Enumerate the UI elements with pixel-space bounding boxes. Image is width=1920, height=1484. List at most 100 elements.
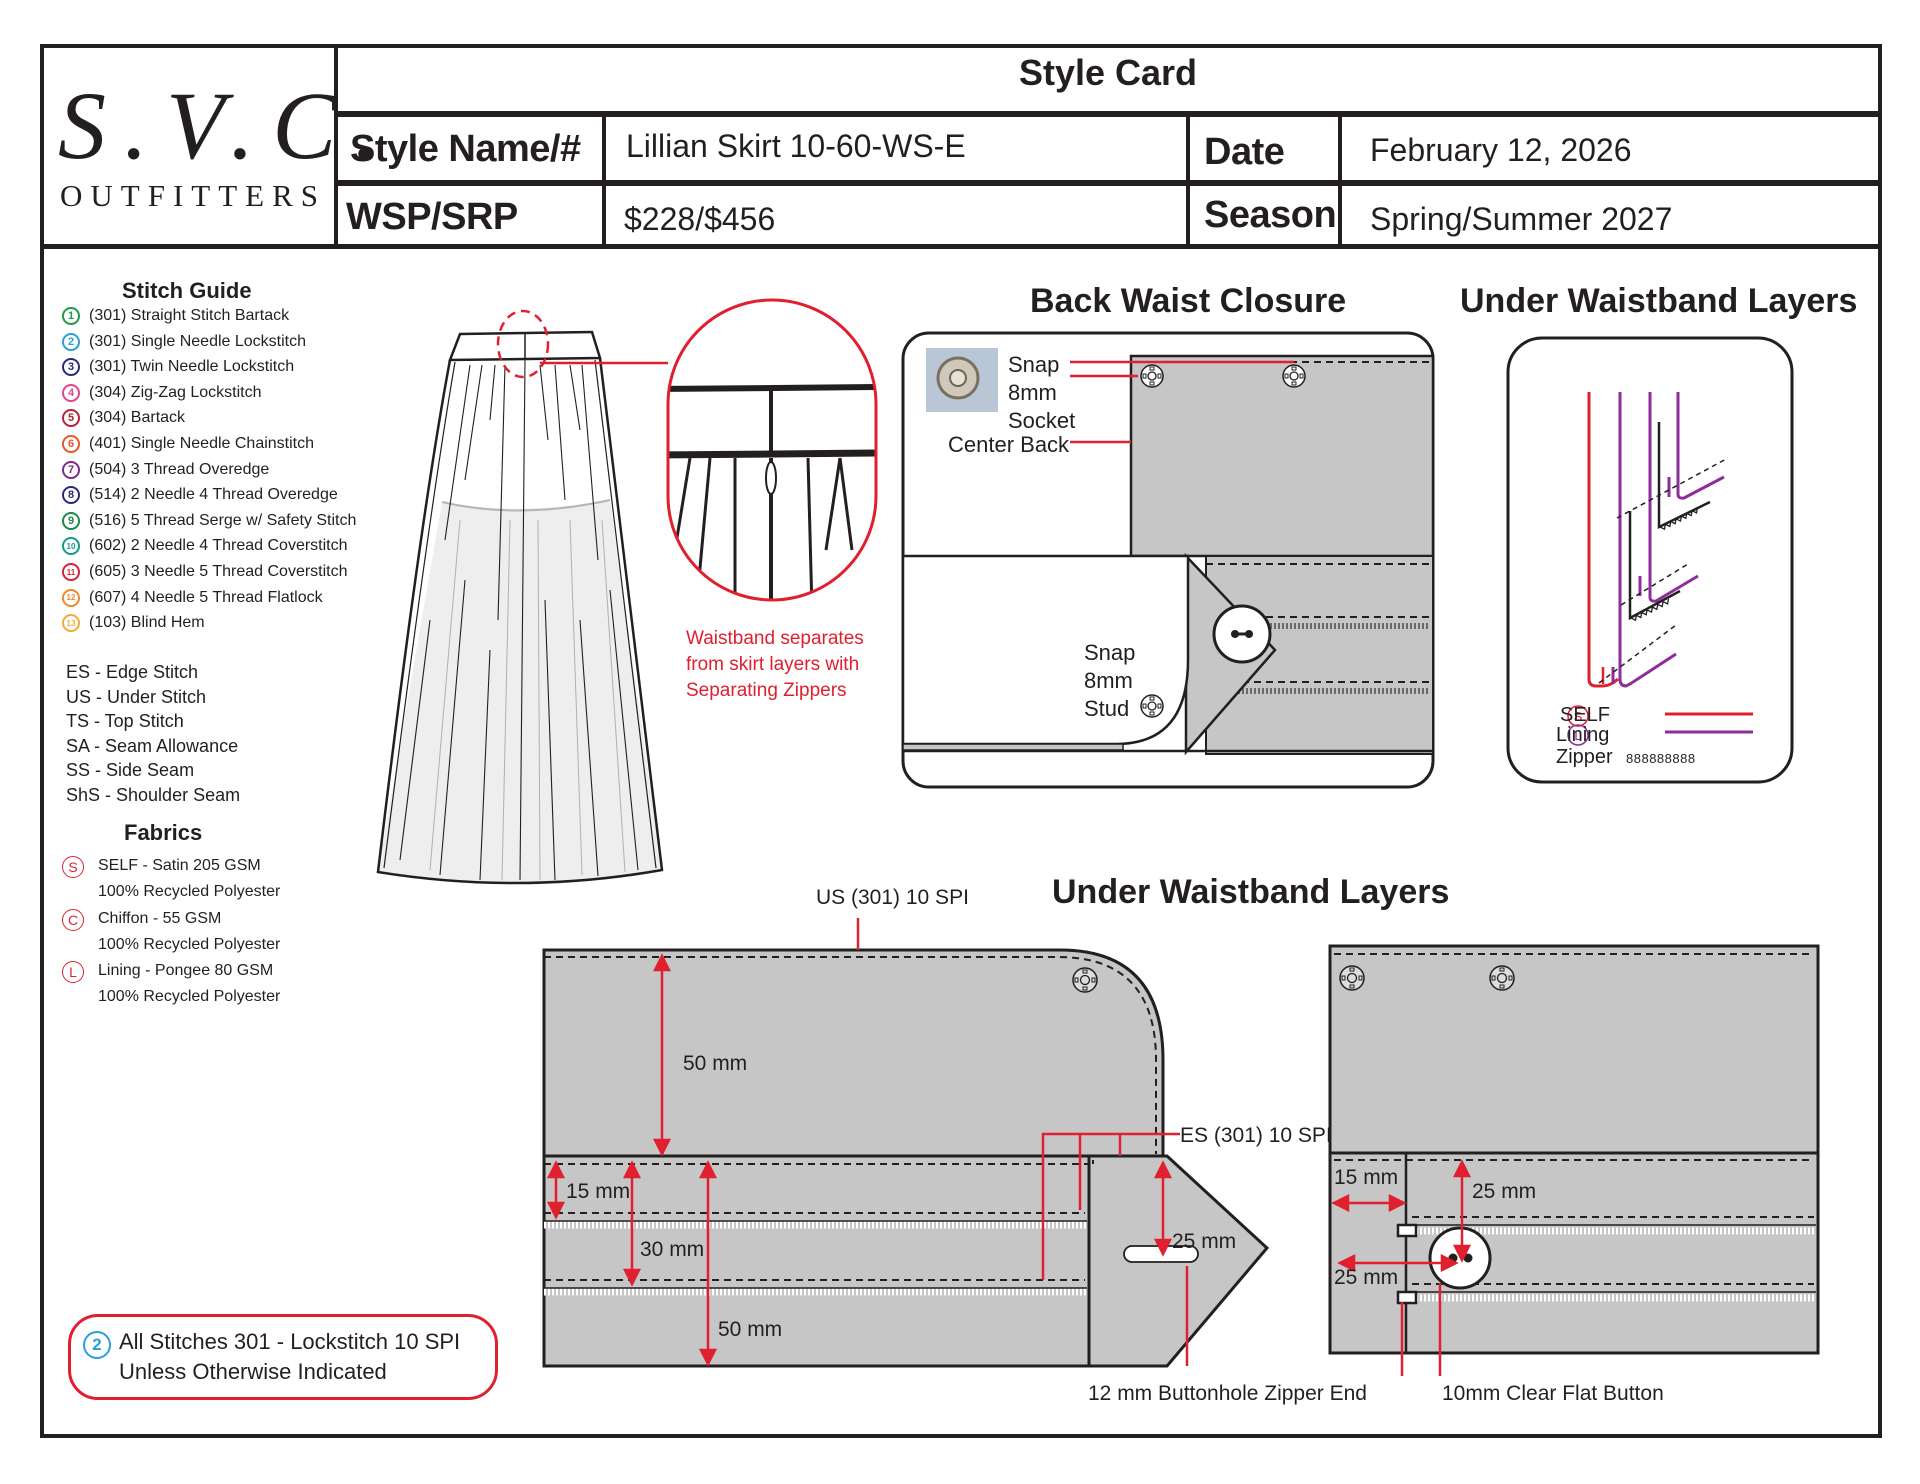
- stitch-guide-item: 3(301) Twin Needle Lockstitch: [62, 355, 294, 379]
- stitch-guide-item: 2 (301) Single Needle Lockstitch: [62, 330, 306, 354]
- detail-highlight-circle: [496, 309, 550, 379]
- zipper-tape-lower: [1628, 511, 1681, 621]
- waistband-note-line-2: from skirt layers with: [686, 654, 860, 675]
- brand-logo-subtitle: OUTFITTERS: [60, 178, 326, 213]
- abbreviation-item: SA - Seam Allowance: [66, 735, 239, 756]
- stitch-guide-label: (607) 4 Needle 5 Thread Flatlock: [89, 588, 323, 606]
- abbreviation-item: TS - Top Stitch: [66, 711, 184, 732]
- stitch-number-6-icon: 6: [62, 435, 80, 453]
- waistband-upper-panel-right: [1328, 944, 1820, 1155]
- snap-socket-icon: [1140, 364, 1164, 388]
- logo-column-divider: [334, 44, 338, 248]
- waistband-lower-band: [542, 1154, 1091, 1368]
- edge-stitch-leader: [1041, 1132, 1180, 1280]
- dim-label-25mm-tab: 25 mm: [1172, 1230, 1237, 1253]
- snap-socket-icon: [1282, 364, 1306, 388]
- fabric-content: 100% Recycled Polyester: [98, 935, 281, 953]
- dim-label-15mm-right: 15 mm: [1334, 1166, 1399, 1189]
- stitch-number-2-icon: 2: [62, 332, 80, 351]
- skirt-outline: [376, 357, 664, 885]
- snap-stud-label-2: 8mm: [1084, 668, 1133, 693]
- waistband-left-diagram: [542, 918, 1270, 1368]
- stitch-guide-label: (304) Bartack: [89, 409, 186, 427]
- snap-stud-label-1: Snap: [1084, 640, 1136, 665]
- fabric-code-s-icon: S: [62, 856, 84, 878]
- waistband-lower-band-right: [1328, 1151, 1820, 1355]
- stitch-guide-label: (605) 3 Needle 5 Thread Coverstitch: [89, 563, 348, 580]
- stitch-guide-item: 5(304) Bartack: [62, 406, 185, 430]
- waistband-note-line-1: Waistband separates: [686, 628, 864, 649]
- stitch-guide-item: 4(304) Zig-Zag Lockstitch: [62, 381, 262, 405]
- date-label: Date: [1204, 130, 1285, 173]
- stitch-guide-title: Stitch Guide: [122, 278, 252, 303]
- layers-diagram-title: Under Waistband Layers: [1460, 282, 1858, 320]
- header-bottom-divider: [40, 244, 1878, 249]
- snap-socket-icon: [1489, 965, 1515, 991]
- under-stitch-label: US (301) 10 SPI: [816, 886, 969, 909]
- field-row-divider: [334, 180, 1878, 186]
- center-back-label: Center Back: [948, 432, 1070, 457]
- stitch-number-13-icon: 13: [62, 614, 80, 633]
- dim-label-25mm-right-bottom: 25 mm: [1334, 1266, 1399, 1289]
- stitch-guide-label: (301) Twin Needle Lockstitch: [89, 358, 295, 376]
- magnifier-frame: [666, 298, 878, 602]
- buttonhole-label: 12 mm Buttonhole Zipper End: [1088, 1382, 1367, 1405]
- snap-stud-icon: [1140, 694, 1164, 718]
- back-waist-closure-diagram: [901, 331, 1435, 789]
- dim-label-25mm-right-top: 25 mm: [1472, 1180, 1537, 1203]
- overlap-panel: [901, 554, 1190, 746]
- stitch-note-box: 2 All Stitches 301 - Lockstitch 10 SPI U…: [68, 1314, 498, 1400]
- legend-zipper-swatch: 888888888: [1626, 751, 1696, 766]
- stitch-guide-label: (401) Single Needle Chainstitch: [89, 435, 315, 452]
- dim-label-30mm: 30 mm: [640, 1238, 705, 1261]
- fabric-name: Lining - Pongee 80 GSM: [98, 962, 274, 979]
- stitch-guide-label: (602) 2 Needle 4 Thread Coverstitch: [89, 537, 348, 555]
- title-row-divider: [334, 111, 1878, 117]
- stitch-number-1-icon: 1: [62, 307, 80, 325]
- stitch-guide-label: (304) Zig-Zag Lockstitch: [89, 383, 262, 401]
- waistband-right-diagram: [1328, 944, 1820, 1376]
- wsp-srp-value: $228/$456: [624, 200, 776, 237]
- stitch-guide-label: (301) Straight Stitch Bartack: [89, 307, 290, 324]
- waistband-note-line-3: Separating Zippers: [686, 680, 847, 701]
- stitch-guide-label: (516) 5 Thread Serge w/ Safety Stitch: [89, 511, 357, 529]
- stitch-guide-label: (504) 3 Thread Overedge: [89, 460, 270, 478]
- button-label: 10mm Clear Flat Button: [1442, 1382, 1664, 1405]
- dim-label-50mm-lower: 50 mm: [718, 1318, 783, 1341]
- snap-socket-icon: [1339, 965, 1365, 991]
- stitch-guide-item: 10(602) 2 Needle 4 Thread Coverstitch: [62, 534, 348, 558]
- stitch-guide-label: (301) Single Needle Lockstitch: [89, 332, 307, 350]
- date-label-right-divider: [1338, 114, 1342, 248]
- waistband-upper-panel: [542, 948, 1165, 1158]
- waistband-magnifier-callout: [540, 298, 878, 602]
- stitch-number-8-icon: 8: [62, 486, 80, 505]
- style-label-divider: [602, 114, 606, 248]
- page-title: Style Card: [1018, 52, 1198, 93]
- snap-stud-label-3: Stud: [1084, 696, 1130, 721]
- stitch-number-2-icon: 2: [83, 1331, 111, 1359]
- edge-stitch-label: ES (301) 10 SPI: [1180, 1124, 1332, 1147]
- lining-code-icon: [1567, 724, 1589, 746]
- fabrics-title: Fabrics: [124, 820, 203, 845]
- snap-socket-icon: [1072, 967, 1098, 993]
- fabric-code-l-icon: L: [62, 961, 84, 983]
- stitch-note-line-1: All Stitches 301 - Lockstitch 10 SPI: [119, 1329, 461, 1354]
- style-name-value: Lillian Skirt 10-60-WS-E: [626, 127, 966, 164]
- self-code-text: S: [1574, 709, 1583, 724]
- stitch-number-11-icon: 11: [62, 563, 80, 581]
- season-value: Spring/Summer 2027: [1370, 200, 1673, 237]
- skirt-flat-sketch: [376, 309, 664, 885]
- stitch-guide-label: (103) Blind Hem: [89, 614, 205, 632]
- zipper-tape-upper: [1657, 422, 1711, 530]
- stitch-guide-item: 11 (605) 3 Needle 5 Thread Coverstitch: [62, 560, 348, 584]
- stitch-guide-item: 9 (516) 5 Thread Serge w/ Safety Stitch: [62, 509, 356, 533]
- upper-waistband-panel: [1129, 354, 1435, 558]
- season-label: Season: [1204, 193, 1337, 236]
- fabric-name: Chiffon - 55 GSM: [98, 909, 222, 927]
- stitch-number-9-icon: 9: [62, 511, 80, 530]
- lining-code-text: L: [1574, 728, 1581, 743]
- zipper-stop-lower: [1396, 1290, 1418, 1305]
- dim-label-50mm-upper: 50 mm: [683, 1052, 748, 1075]
- legend-zipper-label: Zipper: [1556, 746, 1613, 768]
- lining-layer-line: [1618, 392, 1677, 688]
